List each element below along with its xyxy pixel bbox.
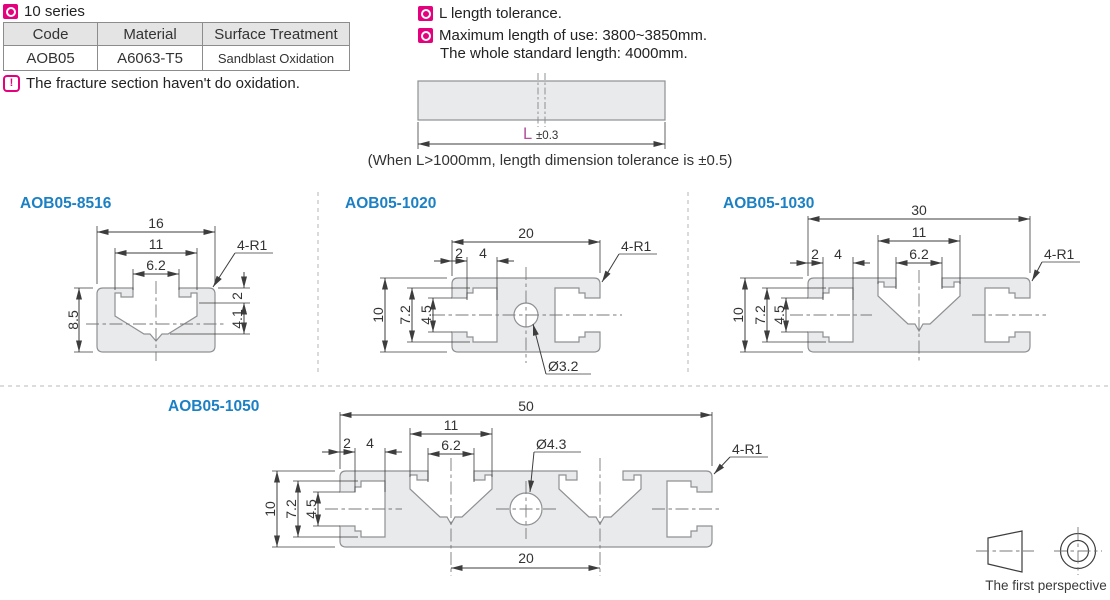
dim-label: 11: [912, 224, 927, 240]
dim-label: 6.2: [441, 437, 461, 453]
dim-label: 10: [730, 307, 746, 323]
spec-table: Code Material Surface Treatment AOB05 A6…: [3, 22, 350, 71]
dim-label: 4.5: [418, 305, 434, 325]
bullet-icon: [418, 28, 433, 43]
dim-label: 30: [911, 202, 927, 218]
cell-material: A6063-T5: [97, 45, 203, 71]
tolerance-item-2: Maximum length of use: 3800~3850mm.: [418, 27, 707, 44]
dim-label: 20: [518, 225, 534, 241]
series-bullet-icon: [3, 4, 18, 19]
dim-label: 11: [444, 417, 459, 433]
dim-label: 7.2: [752, 305, 768, 325]
drawing-aob05-1020: 20 2 4 10 7.2 4.5 Ø3.2 4-R1: [370, 225, 657, 375]
dim-label: 2: [229, 292, 245, 300]
tolerance-item-1-text: L length tolerance.: [439, 5, 562, 22]
dim-label: 4: [834, 246, 842, 262]
bar-tolerance-label: ±0.3: [536, 130, 558, 142]
dim-label: 10: [262, 501, 278, 517]
dim-label: 2: [455, 245, 463, 261]
column-header-code: Code: [3, 22, 98, 46]
dim-label: 50: [518, 398, 534, 414]
section-title-aob05-1020: AOB05-1020: [345, 195, 437, 212]
radius-label: 4-R1: [237, 237, 268, 253]
section-title-aob05-1030: AOB05-1030: [723, 195, 815, 212]
hole-label: Ø3.2: [548, 358, 579, 374]
dim-label: 6.2: [909, 246, 929, 262]
bar-profile: [417, 80, 666, 121]
section-title-aob05-8516: AOB05-8516: [20, 195, 112, 212]
spec-table-header-row: Code Material Surface Treatment: [3, 22, 350, 46]
dim-label: 11: [149, 236, 164, 252]
dim-label: 4.5: [303, 499, 319, 519]
section-title-aob05-1050: AOB05-1050: [168, 398, 260, 415]
fracture-note-text: The fracture section haven't do oxidatio…: [26, 75, 300, 92]
warning-icon: !: [3, 75, 20, 92]
dim-label: 6.2: [146, 257, 166, 273]
dim-label: 20: [518, 550, 534, 566]
series-label: 10 series: [24, 3, 85, 20]
section-dividers: [0, 192, 1110, 387]
length-tolerance-caption: (When L>1000mm, length dimension toleran…: [367, 152, 733, 169]
bullet-icon: [418, 6, 433, 21]
fracture-note: ! The fracture section haven't do oxidat…: [3, 75, 300, 92]
first-perspective-icon: [976, 527, 1102, 575]
length-bar-figure: L ±0.3: [417, 73, 666, 149]
profile-1030: [807, 277, 1031, 353]
column-header-material: Material: [97, 22, 203, 46]
drawing-aob05-1050: 50 11 6.2 2 4 20 10 7.2 4.5 Ø4.3 4-R1: [262, 398, 768, 576]
radius-label: 4-R1: [732, 441, 763, 457]
profile-8516: [96, 287, 216, 353]
break-lines: [537, 73, 546, 127]
spec-table-row: AOB05 A6063-T5 Sandblast Oxidation: [3, 45, 350, 71]
drawing-aob05-8516: 16 11 6.2 8.5 2 4.1 4-R1: [65, 215, 273, 361]
column-header-surface: Surface Treatment: [202, 22, 350, 46]
series-header: 10 series: [3, 3, 85, 20]
dim-label: 16: [148, 215, 164, 231]
dim-label: 4: [479, 245, 487, 261]
hole-label: Ø4.3: [536, 436, 567, 452]
dim-label: 7.2: [397, 305, 413, 325]
drawing-aob05-1030: 30 11 6.2 2 4 10 7.2 4.5 4-R1: [730, 202, 1080, 364]
dim-label: 10: [370, 307, 386, 323]
dim-label: 2: [811, 246, 819, 262]
dim-label: 8.5: [65, 310, 81, 330]
tolerance-item-2-line2: The whole standard length: 4000mm.: [440, 45, 688, 62]
first-perspective-label: The first perspective: [985, 578, 1107, 593]
tolerance-item-2-text: Maximum length of use: 3800~3850mm.: [439, 27, 708, 44]
bar-length-label: L: [523, 125, 532, 143]
cell-code: AOB05: [3, 45, 98, 71]
radius-label: 4-R1: [1044, 246, 1075, 262]
dim-label: 4.1: [229, 309, 245, 329]
cell-surface: Sandblast Oxidation: [202, 45, 350, 71]
dim-label: 4: [366, 435, 374, 451]
tolerance-item-1: L length tolerance.: [418, 5, 562, 22]
dim-label: 4.5: [771, 305, 787, 325]
dim-label: 2: [343, 435, 351, 451]
radius-label: 4-R1: [621, 238, 652, 254]
profile-1050: [339, 470, 713, 548]
dim-label: 7.2: [283, 499, 299, 519]
